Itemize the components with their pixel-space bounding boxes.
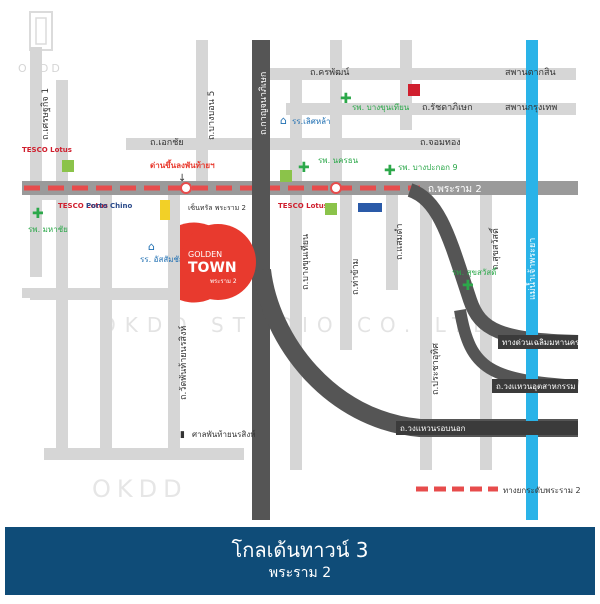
school-icon: ⌂ <box>148 240 155 253</box>
svg-text:รพ. มหาชัย: รพ. มหาชัย <box>28 225 68 234</box>
street-bangkhuntian <box>290 190 302 470</box>
street-wat-phan-thai <box>168 190 180 460</box>
label-thakham: ถ.ท่าข้าม <box>350 258 361 295</box>
tag-industrial-ring: ถ.วงแหวนอุตสาหกรรม <box>492 379 578 393</box>
svg-text:รร.เลิศหล้า: รร.เลิศหล้า <box>292 117 331 126</box>
legend-label: ทางยกระดับพระราม 2 <box>503 486 581 495</box>
svg-text:รพ. สุขสวัสดิ์: รพ. สุขสวัสดิ์ <box>452 266 498 277</box>
label-bangbon5: ถ.บางบอน 5 <box>207 91 217 140</box>
label-pracha-uthit: ถ.ประชาอุทิศ <box>430 343 441 395</box>
svg-text:ถ.วงแหวนอุตสาหกรรม: ถ.วงแหวนอุตสาหกรรม <box>496 382 576 391</box>
svg-text:ถ.วงแหวนรอบนอก: ถ.วงแหวนรอบนอก <box>400 424 466 433</box>
label-charoen: ถ.ครพัฒน์ <box>310 66 349 78</box>
label-taksin-bridge: สพานตากสิน <box>505 67 556 78</box>
svg-text:TESCO Lotus: TESCO Lotus <box>58 202 108 210</box>
label-central: เซ็นทรัล พระราม 2 <box>188 203 246 212</box>
label-setthakit1: ถ.เศรษฐกิจ 1 <box>40 88 51 140</box>
hospital-icon: ✚ <box>384 163 396 179</box>
label-sala: ศาลพันท้ายนรสิงห์ <box>192 429 256 439</box>
street-thakham <box>340 190 352 350</box>
watermark-bottom: OKDD <box>92 475 188 503</box>
street-bangbon5 <box>196 40 208 190</box>
label-suksawat: ถ.สุขสวัสดิ์ <box>488 227 501 270</box>
tag-ring-road: ถ.วงแหวนรอบนอก <box>396 421 578 435</box>
hospital-icon: ✚ <box>298 160 310 176</box>
street-samaedam <box>386 190 398 290</box>
street-pracha-uthit <box>420 190 432 470</box>
arrow-down-icon: ↓ <box>178 173 186 184</box>
svg-text:รพ. นครธน: รพ. นครธน <box>318 156 359 165</box>
hospital-icon: ✚ <box>32 206 44 222</box>
market-icon <box>62 160 74 172</box>
tag-expressway: ทางด่วนเฉลิมมหานคร <box>498 335 580 349</box>
svg-text:รร. อัสสัมชัญ: รร. อัสสัมชัญ <box>140 255 186 264</box>
project-pin: GOLDEN TOWN พระราม 2 <box>180 222 256 303</box>
street-bottom-left <box>44 448 244 460</box>
toll-markers <box>180 182 342 194</box>
label-kanchanaphisek: ถ.กาญจนาภิเษก <box>258 72 269 135</box>
label-krungthep-bridge: สพานกรุงเทพ <box>505 103 557 113</box>
label-samaedam: ถ.แสมดำ <box>394 224 405 260</box>
svg-text:รพ. บางขุนเทียน: รพ. บางขุนเทียน <box>352 103 410 112</box>
footer-banner: โกลเด้นทาวน์ 3 พระราม 2 <box>5 527 595 595</box>
hospital-icon: ✚ <box>462 278 474 294</box>
market-icon <box>325 203 337 215</box>
street-setthakit1 <box>56 80 68 460</box>
makro-icon <box>408 84 420 96</box>
label-tollgate: ด่านขึ้นลงพันท้ายฯ <box>150 159 215 170</box>
svg-text:รพ. บางปะกอก 9: รพ. บางปะกอก 9 <box>398 163 458 172</box>
stores: TESCO Lotus TESCO Lotus TESCO Lotus Port… <box>22 84 420 215</box>
label-ratchadapisek: ถ.รัชดาภิเษก <box>422 102 473 113</box>
label-wat-phan-thai: ถ.วัดพันท้ายนรสิงห์ <box>177 326 189 400</box>
street-left-top <box>30 47 42 277</box>
svg-text:Porto Chino: Porto Chino <box>86 202 132 210</box>
street-ratchadapisek <box>286 103 576 115</box>
label-ekachai: ถ.เอกชัย <box>150 138 184 148</box>
svg-text:TOWN: TOWN <box>188 260 237 276</box>
homepro-icon <box>358 203 382 212</box>
label-rama2: ถ.พระราม 2 <box>428 184 482 195</box>
svg-text:พระราม 2: พระราม 2 <box>210 278 237 285</box>
hospitals: ✚ รพ. บางขุนเทียน ✚ รพ. นครธน ✚ รพ. บางป… <box>28 91 498 294</box>
sala-icon: ▮ <box>180 430 185 440</box>
svg-text:GOLDEN: GOLDEN <box>188 250 222 259</box>
footer-subtitle: พระราม 2 <box>268 565 332 581</box>
svg-text:ทางด่วนเฉลิมมหานคร: ทางด่วนเฉลิมมหานคร <box>502 338 580 347</box>
street-chomthong <box>270 138 460 150</box>
market-icon <box>280 170 292 182</box>
label-bangkhuntian-road: ถ.บางขุนเทียน <box>300 234 311 290</box>
school-icon: ⌂ <box>280 114 287 127</box>
footer-title: โกลเด้นทาวน์ 3 <box>231 538 369 562</box>
river-chao-phraya <box>526 40 538 520</box>
yellow-block <box>160 200 170 220</box>
svg-text:TESCO Lotus: TESCO Lotus <box>22 146 72 154</box>
svg-text:TESCO Lotus: TESCO Lotus <box>278 202 328 210</box>
schools: ⌂ รร.เลิศหล้า ⌂ รร. อัสสัมชัญ <box>140 114 331 264</box>
label-chomthong: ถ.จอมทอง <box>420 138 461 148</box>
hospital-icon: ✚ <box>340 91 352 107</box>
label-river: แม่น้ำเจ้าพระยา <box>525 238 538 300</box>
